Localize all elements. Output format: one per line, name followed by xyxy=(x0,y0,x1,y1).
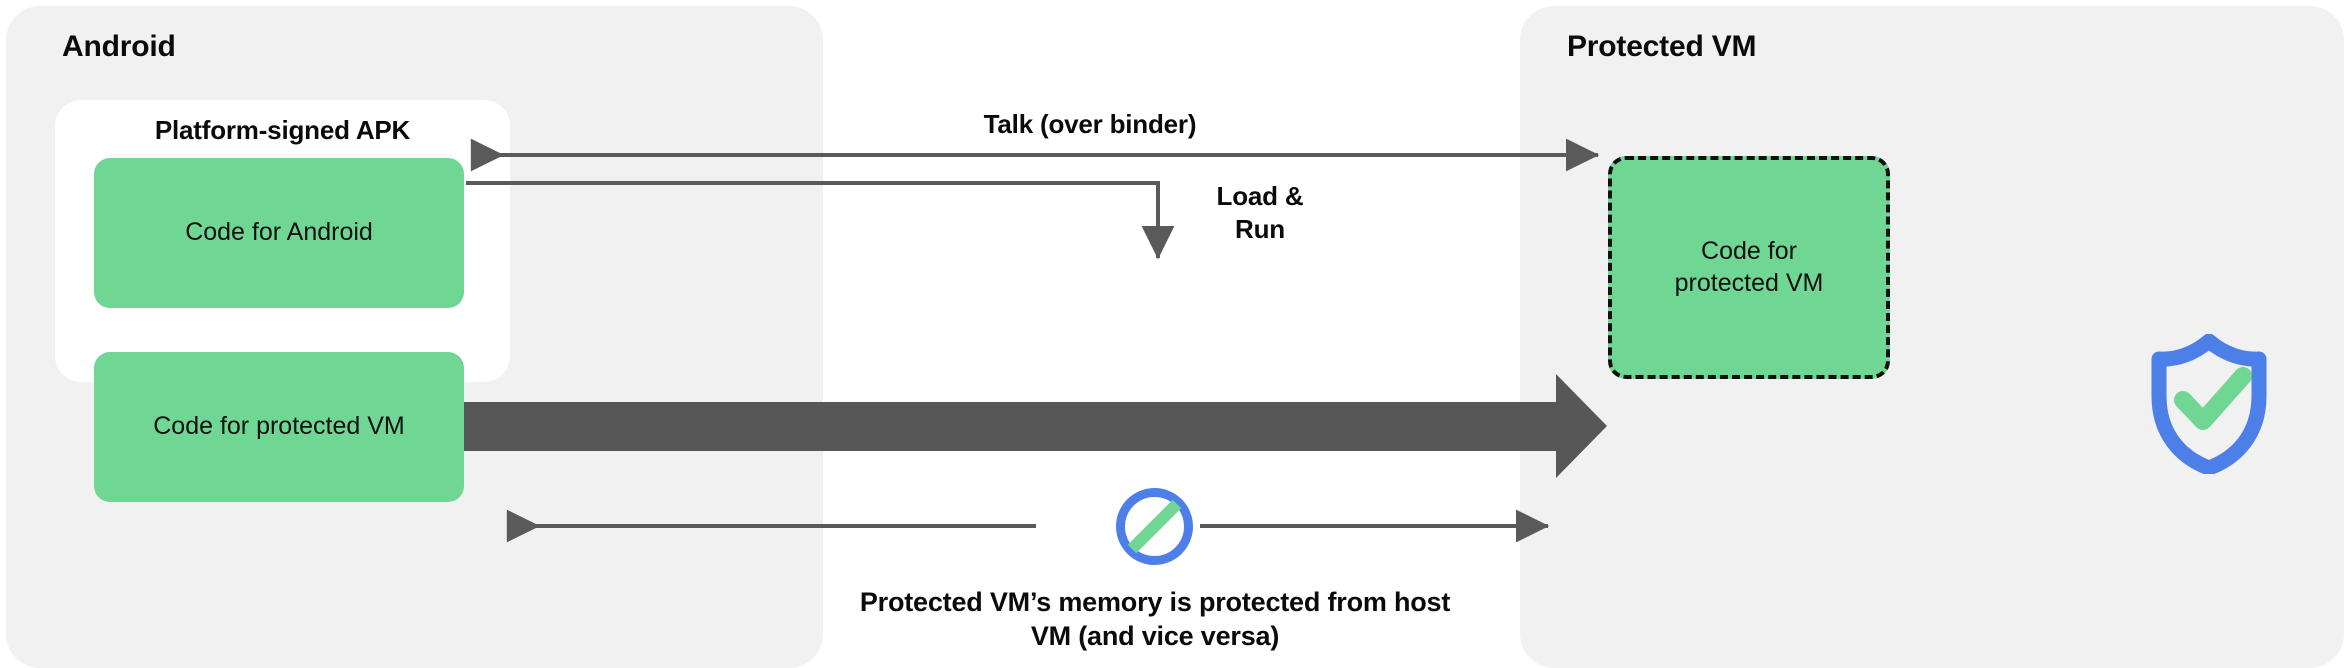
android-panel-title: Android xyxy=(62,30,176,63)
code-for-android-block: Code for Android xyxy=(94,158,464,308)
code-for-protected-vm-block: Code for protected VM xyxy=(94,352,464,502)
talk-over-binder-label: Talk (over binder) xyxy=(983,109,1197,139)
platform-signed-apk-title: Platform-signed APK xyxy=(154,115,411,145)
protected-vm-panel-title: Protected VM xyxy=(1567,30,1757,63)
memory-isolation-label: Protected VM’s memory is protected from … xyxy=(859,587,1451,652)
no-entry-slash-icon xyxy=(1116,488,1193,565)
android-panel: Android Platform-signed APK xyxy=(6,6,823,668)
load-and-run-label: Load &Run xyxy=(1216,181,1304,244)
shield-check-icon xyxy=(2151,334,2267,474)
